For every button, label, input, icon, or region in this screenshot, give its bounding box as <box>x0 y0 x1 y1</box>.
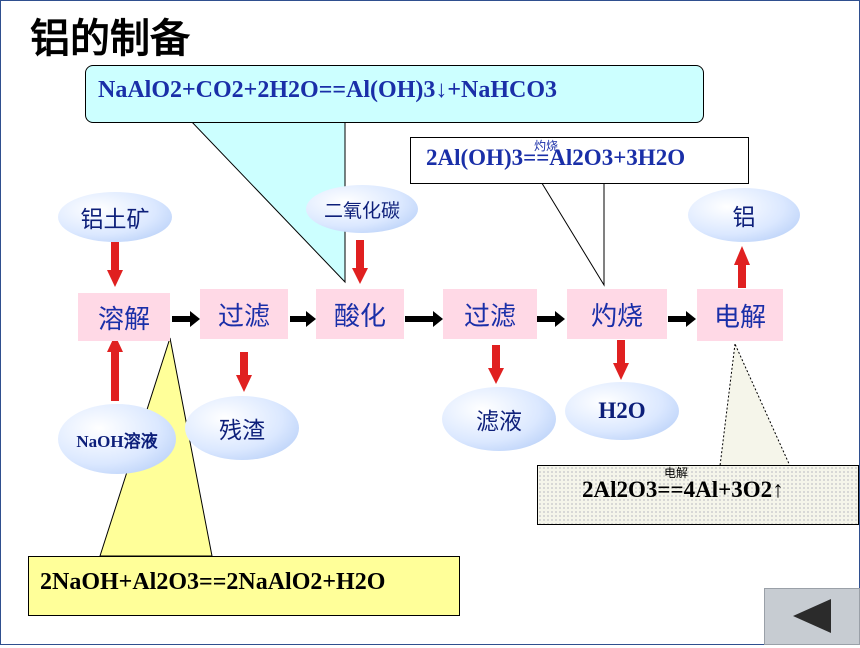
step-acidify: 酸化 <box>316 289 404 339</box>
step-label: 灼烧 <box>590 301 643 332</box>
output-residue: 残渣 <box>185 396 299 460</box>
calcine-equation-box <box>410 137 749 184</box>
input-naoh-solution: NaOH溶液 <box>58 404 176 474</box>
oval-label: 铝 <box>732 205 756 231</box>
output-water: H2O <box>565 382 679 440</box>
step-filter-2: 过滤 <box>443 289 537 339</box>
calcine-callout-pointer <box>539 179 605 287</box>
step-calcine: 灼烧 <box>567 289 667 339</box>
step-filter-1: 过滤 <box>200 289 288 339</box>
electrolysis-equation-box <box>537 465 859 525</box>
step-label: 过滤 <box>463 301 516 332</box>
input-bauxite: 铝土矿 <box>58 192 172 242</box>
input-co2: 二氧化碳 <box>306 185 418 233</box>
acidify-equation-box <box>85 65 704 123</box>
step-electrolysis: 电解 <box>697 289 783 341</box>
oval-label: NaOH溶液 <box>76 431 158 451</box>
electrolysis-equation-text: 2Al2O3==4Al+3O2↑ <box>582 477 784 502</box>
oval-label: 二氧化碳 <box>323 199 400 222</box>
acidify-equation: NaAlO2+CO2+2H2O==Al(OH)3↓+NaHCO3 <box>98 77 558 103</box>
output-filtrate: 滤液 <box>442 387 556 451</box>
step-label: 电解 <box>713 302 766 333</box>
back-button[interactable] <box>764 588 860 645</box>
oval-label: 铝土矿 <box>80 207 150 233</box>
page-title: 铝的制备 <box>30 16 190 62</box>
calcine-condition: 灼烧 <box>534 139 559 153</box>
electrolysis-equation: 2Al2O3==4Al+3O2↑ 电解 <box>582 466 784 503</box>
left-triangle-icon <box>793 599 831 633</box>
dissolve-equation-box <box>28 556 460 616</box>
oval-label: 滤液 <box>476 409 522 435</box>
step-label: 溶解 <box>97 304 150 335</box>
output-aluminum: 铝 <box>688 188 800 242</box>
step-label: 过滤 <box>217 301 270 332</box>
dissolve-equation: 2NaOH+Al2O3==2NaAlO2+H2O <box>40 569 386 595</box>
calcine-equation-text: 2Al(OH)3==Al2O3+3H2O <box>426 145 686 170</box>
black-arrows <box>172 311 696 327</box>
electrolysis-condition: 电解 <box>664 466 689 480</box>
red-arrows <box>107 240 750 401</box>
step-label: 酸化 <box>333 301 386 332</box>
step-dissolve: 溶解 <box>78 293 170 341</box>
oval-label: 残渣 <box>219 418 265 444</box>
electrolysis-callout-pointer <box>719 342 791 467</box>
oval-label: H2O <box>598 398 646 423</box>
calcine-equation: 2Al(OH)3==Al2O3+3H2O 灼烧 <box>426 139 686 171</box>
